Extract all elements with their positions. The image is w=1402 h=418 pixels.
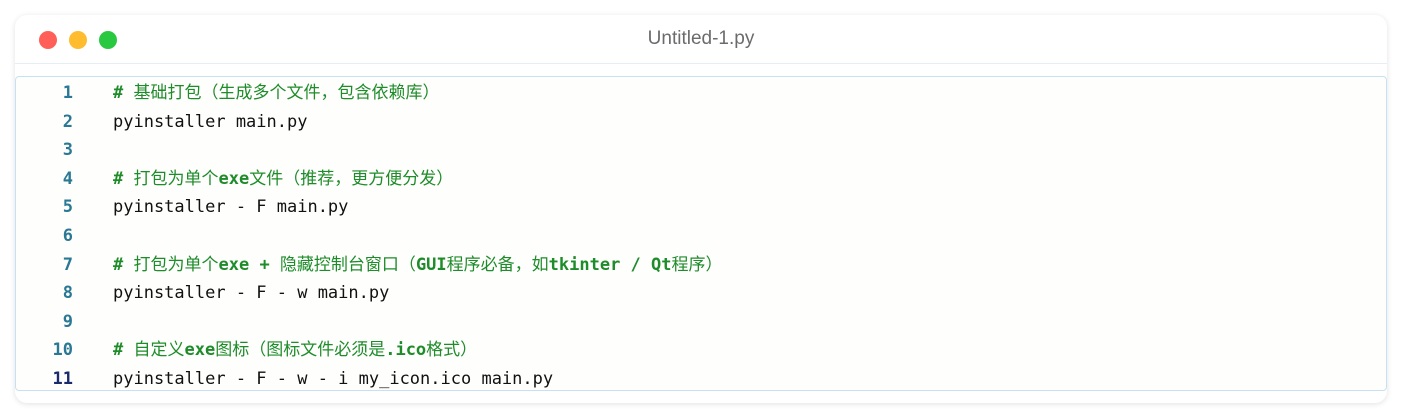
code-text: pyinstaller - F main.py [113,197,349,218]
code-line[interactable]: 5 pyinstaller - F main.py [16,193,1386,222]
line-number: 11 [52,368,73,389]
code-line[interactable]: 10 # 自定义exe图标（图标文件必须是.ico格式） [16,336,1386,365]
code-line[interactable]: 3 [16,136,1386,165]
window-title: Untitled-1.py [647,28,755,49]
line-number: 2 [62,111,73,132]
code-text: pyinstaller main.py [113,111,308,132]
code-line[interactable]: 11 pyinstaller - F - w - i my_icon.ico ma… [16,365,1386,394]
code-text: pyinstaller - F - w - i my_icon.ico main… [113,368,554,389]
code-editor[interactable]: 1 # 基础打包（生成多个文件，包含依赖库） 2 pyinstaller main.p… [15,76,1387,391]
code-line[interactable]: 6 [16,222,1386,251]
line-number: 5 [62,197,73,218]
code-line[interactable]: 1 # 基础打包（生成多个文件，包含依赖库） [16,79,1386,108]
code-line[interactable]: 7 # 打包为单个exe + 隐藏控制台窗口（GUI程序必备，如tkinter /… [16,251,1386,280]
line-number: 4 [62,168,73,189]
code-comment: # 打包为单个exe + 隐藏控制台窗口（GUI程序必备，如tkinter / … [113,254,723,275]
window-controls [39,31,117,49]
close-button-icon[interactable] [39,31,57,49]
line-number: 1 [62,83,73,103]
code-line[interactable]: 9 [16,308,1386,337]
code-line[interactable]: 2 pyinstaller main.py [16,108,1386,137]
code-text: pyinstaller - F - w main.py [113,283,390,304]
code-comment: # 基础打包（生成多个文件，包含依赖库） [113,83,440,103]
code-comment: # 打包为单个exe文件（推荐，更方便分发） [113,168,454,189]
title-bar: Untitled-1.py [15,15,1387,64]
line-number: 8 [62,283,73,304]
minimize-button-icon[interactable] [69,31,87,49]
line-number: 3 [62,140,73,161]
line-number: 9 [62,311,73,332]
line-number: 10 [52,340,73,361]
line-number: 6 [62,225,73,246]
code-line[interactable]: 8 pyinstaller - F - w main.py [16,279,1386,308]
maximize-button-icon[interactable] [99,31,117,49]
line-number: 7 [62,254,73,275]
editor-window: Untitled-1.py 1 # 基础打包（生成多个文件，包含依赖库） 2 pyin… [15,15,1387,403]
code-line[interactable]: 4 # 打包为单个exe文件（推荐，更方便分发） [16,165,1386,194]
code-comment: # 自定义exe图标（图标文件必须是.ico格式） [113,340,478,361]
